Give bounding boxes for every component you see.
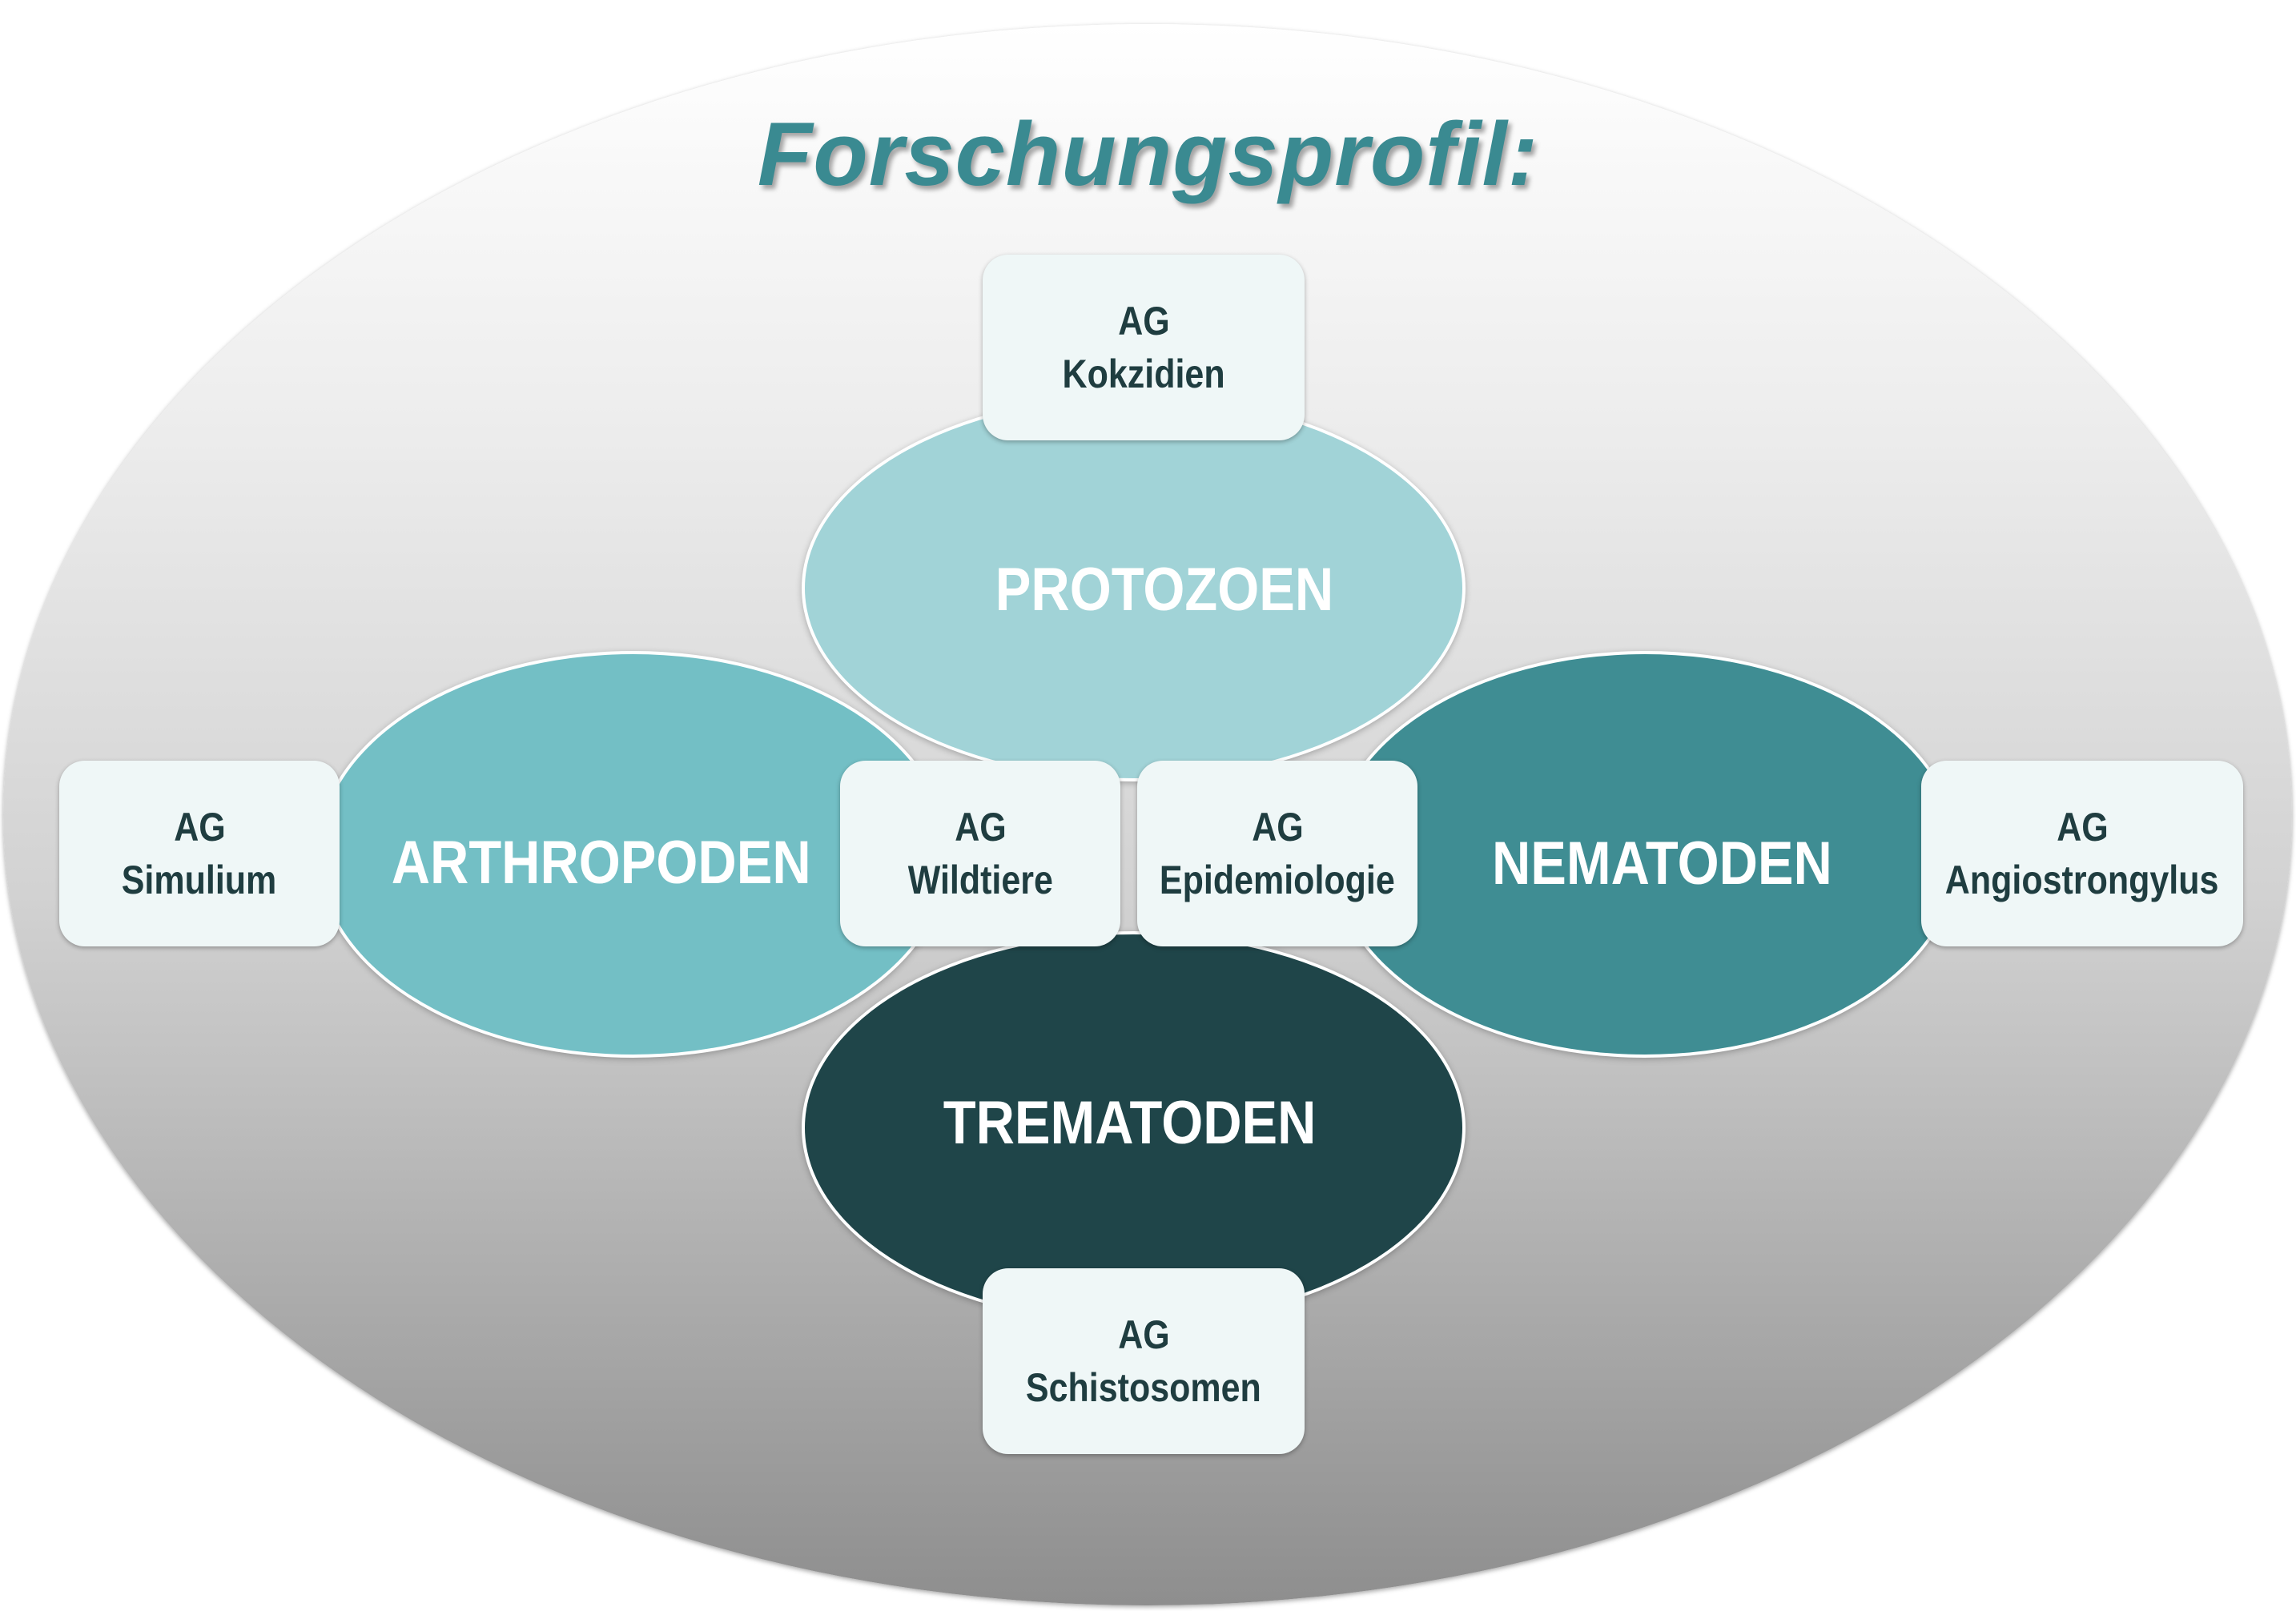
group-prefix: AG xyxy=(2056,805,2109,850)
group-box-schistosomen: AG Schistosomen xyxy=(983,1268,1305,1454)
lobe-nematoden: NEMATODEN xyxy=(1330,651,1960,1058)
group-box-wildtiere: AG Wildtiere xyxy=(840,761,1120,946)
group-prefix: AG xyxy=(1251,805,1304,850)
group-box-simulium: AG Simulium xyxy=(59,761,340,946)
group-name: Kokzidien xyxy=(1062,352,1225,396)
group-prefix: AG xyxy=(1117,1312,1170,1357)
lobe-trematoden-label: TREMATODEN xyxy=(943,1089,1317,1157)
lobe-trematoden: TREMATODEN xyxy=(802,931,1466,1324)
diagram-title: Forschungsprofil: xyxy=(757,104,1539,204)
lobe-protozoen-label: PROTOZOEN xyxy=(995,556,1333,624)
group-box-angiostrongylus: AG Angiostrongylus xyxy=(1921,761,2243,946)
group-name: Wildtiere xyxy=(907,858,1053,902)
lobe-arthropoden-label: ARTHROPODEN xyxy=(391,828,811,897)
group-prefix: AG xyxy=(173,805,226,850)
group-prefix: AG xyxy=(1117,299,1170,343)
group-box-epidemiologie: AG Epidemiologie xyxy=(1137,761,1417,946)
group-name: Simulium xyxy=(122,858,277,902)
group-name: Schistosomen xyxy=(1026,1365,1261,1410)
group-name: Epidemiologie xyxy=(1160,858,1395,902)
group-name: Angiostrongylus xyxy=(1945,858,2219,902)
group-prefix: AG xyxy=(954,805,1007,850)
lobe-protozoen: PROTOZOEN xyxy=(802,395,1466,781)
group-box-kokzidien: AG Kokzidien xyxy=(983,255,1305,440)
lobe-nematoden-label: NEMATODEN xyxy=(1491,829,1832,898)
